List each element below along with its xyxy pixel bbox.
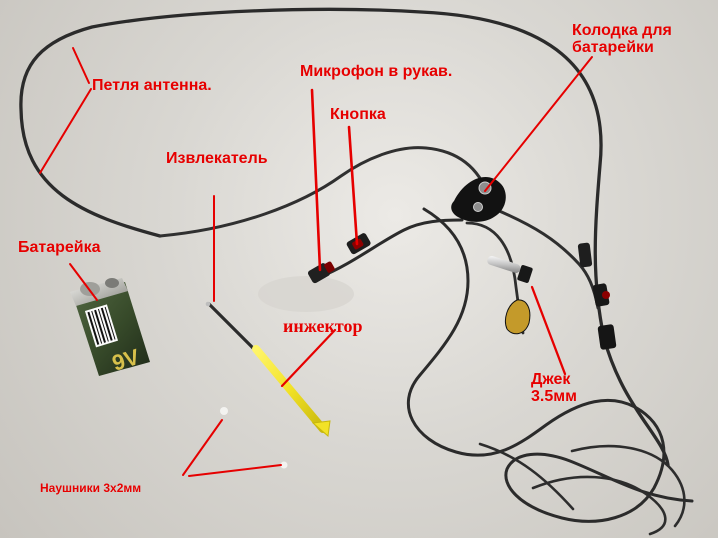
label-battery: Батарейка bbox=[18, 239, 101, 256]
microphone bbox=[307, 261, 335, 284]
earphones bbox=[220, 407, 288, 469]
antenna-loop-top-cable bbox=[158, 146, 491, 238]
label-injector: инжектор bbox=[283, 316, 363, 336]
pointer-antenna-2 bbox=[39, 88, 92, 174]
extractor bbox=[205, 301, 259, 354]
label-extractor: Извлекатель bbox=[166, 150, 268, 167]
pointer-earphone-left bbox=[182, 419, 223, 476]
pointer-antenna-1 bbox=[72, 47, 90, 84]
pointer-button bbox=[347, 125, 359, 246]
injector bbox=[252, 345, 331, 437]
pointer-earphone-right bbox=[188, 464, 282, 477]
main-lower-cable bbox=[406, 207, 694, 523]
battery-holder bbox=[451, 176, 506, 222]
blurred-patch bbox=[258, 276, 354, 312]
inner-coil-cable-2 bbox=[570, 444, 686, 528]
pointer-battery bbox=[69, 263, 98, 301]
inner-coil-cable-1 bbox=[531, 475, 667, 536]
label-antenna-loop: Петля антенна. bbox=[92, 77, 212, 94]
battery: 9V bbox=[70, 278, 150, 376]
label-earphones: Наушники 3х2мм bbox=[40, 481, 142, 495]
label-button: Кнопка bbox=[330, 106, 386, 123]
pointer-injector bbox=[280, 328, 337, 388]
label-microphone: Микрофон в рукав. bbox=[300, 63, 453, 80]
pointer-microphone bbox=[310, 88, 322, 272]
jack-plug bbox=[487, 255, 533, 335]
antenna-loop-cable bbox=[19, 7, 670, 467]
pointer-jack bbox=[530, 285, 567, 376]
microphone-cable bbox=[318, 218, 464, 279]
inner-coil-cable-3 bbox=[478, 442, 575, 511]
inline-module bbox=[577, 242, 617, 350]
pointer-battery-holder bbox=[484, 56, 593, 192]
